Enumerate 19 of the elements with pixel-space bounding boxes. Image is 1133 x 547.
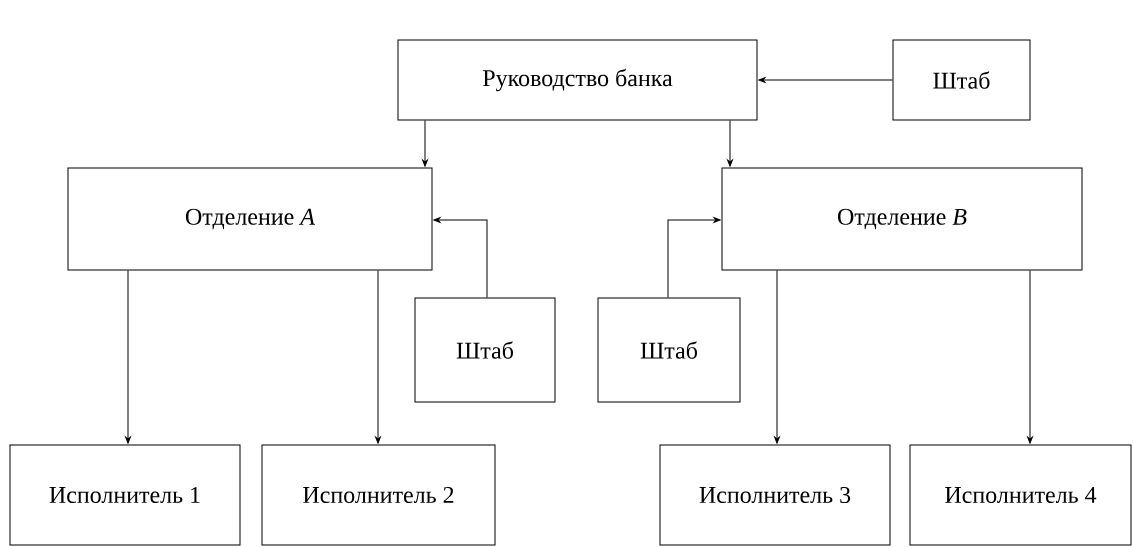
arrow [433,217,488,298]
unit-box: Исполнитель 3 [659,444,891,546]
arrow [758,77,893,83]
unit-box: Исполнитель 1 [9,444,241,546]
arrow [774,270,780,444]
unit-box: Отделение A [67,167,433,271]
arrow [375,270,381,444]
unit-box: Отделение B [721,167,1083,271]
arrow [667,217,721,298]
arrow [1027,270,1033,444]
staff-box: Штаб [597,297,741,403]
arrow [422,120,428,167]
unit-box: Исполнитель 4 [909,444,1132,546]
staff-box: Штаб [414,297,556,403]
arrow [727,120,733,167]
unit-box: Руководство банка [397,39,758,121]
unit-box: Исполнитель 2 [261,444,496,546]
arrow [125,270,131,444]
staff-box: Штаб [892,39,1031,121]
